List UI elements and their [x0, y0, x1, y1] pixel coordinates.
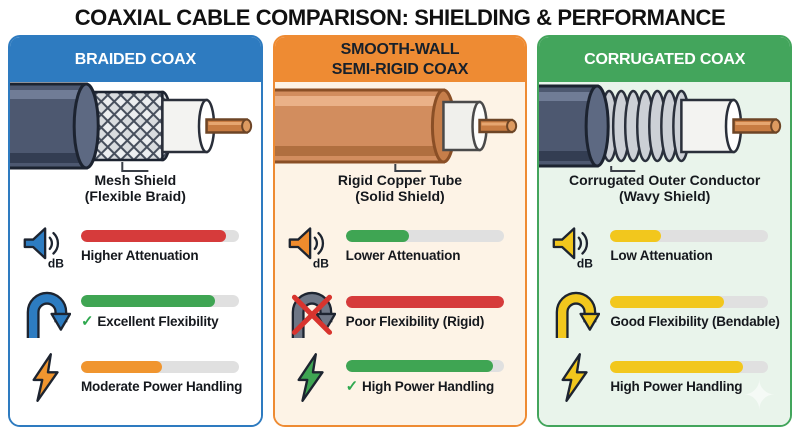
center-conductor [205, 118, 253, 134]
panel-body-braided: Mesh Shield (Flexible Braid) dB [10, 82, 261, 425]
metric-power: ✓High Power Handling [287, 352, 518, 402]
comparison-panels: BRAIDED COAX [0, 35, 800, 427]
flexibility-bar-fill [81, 295, 216, 308]
check-icon: ✓ [81, 313, 94, 331]
flexibility-bar-fill [610, 295, 725, 308]
attenuation-bar-track [345, 230, 504, 243]
power-label: Moderate Power Handling [81, 378, 243, 394]
svg-text:dB: dB [313, 257, 329, 271]
flexibility-bar-track [345, 295, 504, 308]
lightning-icon [22, 352, 72, 402]
power-bar-fill [345, 360, 493, 373]
panel-header-braided: BRAIDED COAX [10, 37, 261, 82]
copper-tube-shield [274, 88, 456, 164]
u-turn-arrow-icon [551, 289, 601, 338]
metric-flexibility: Good Flexibility (Bendable) [551, 289, 782, 338]
power-bar-fill [610, 360, 744, 373]
panel-header-smooth-wall: SMOOTH-WALL SEMI-RIGID COAX [274, 37, 526, 82]
power-bar-track [81, 360, 239, 373]
svg-text:dB: dB [48, 257, 64, 271]
red-cross-icon [291, 294, 332, 335]
check-icon: ✓ [345, 378, 359, 396]
metric-attenuation: dB Lower Attenuation [287, 223, 518, 271]
flexibility-label: ✓Excellent Flexibility [81, 313, 219, 331]
center-conductor [732, 118, 782, 134]
leader-line [393, 164, 422, 172]
metrics-corrugated: dB Low Attenuation [539, 204, 790, 425]
attenuation-bar-fill [345, 230, 409, 243]
power-bar-fill [81, 360, 162, 373]
center-conductor [477, 118, 517, 134]
attenuation-bar-track [81, 230, 239, 243]
cable-jacket [539, 84, 611, 168]
metrics-smooth-wall: dB Lower Attenuation [275, 204, 526, 425]
panel-corrugated-coax: CORRUGATED COAX [537, 35, 793, 427]
cable-jacket [10, 82, 100, 170]
shield-type-label: Corrugated Outer Conductor (Wavy Shield) [569, 172, 761, 205]
leader-line [610, 166, 636, 172]
panel-smooth-wall-coax: SMOOTH-WALL SEMI-RIGID COAX [272, 35, 528, 427]
panel-header-corrugated: CORRUGATED COAX [539, 37, 791, 82]
braided-cable-illustration [10, 82, 253, 172]
dielectric [161, 98, 216, 154]
speaker-db-icon: dB [22, 223, 72, 271]
metrics-braided: dB Higher Attenuation [10, 204, 261, 425]
no-flex-crossed-arrow-icon [287, 289, 337, 338]
u-turn-arrow-icon [22, 289, 72, 338]
panel-body-smooth-wall: Rigid Copper Tube (Solid Shield) dB [274, 82, 526, 425]
power-label: ✓High Power Handling [345, 378, 495, 396]
metric-flexibility: ✓Excellent Flexibility [22, 289, 253, 338]
metric-attenuation: dB Higher Attenuation [22, 223, 253, 271]
metric-flexibility: Poor Flexibility (Rigid) [287, 289, 518, 338]
attenuation-bar-fill [81, 230, 227, 243]
corrugated-cable-illustration [539, 84, 782, 172]
flexibility-bar-track [610, 295, 769, 308]
lightning-icon [551, 352, 601, 402]
corrugated-shield [600, 89, 692, 163]
panel-braided-coax: BRAIDED COAX [8, 35, 263, 427]
attenuation-label: Lower Attenuation [345, 248, 461, 264]
shield-type-label: Mesh Shield (Flexible Braid) [84, 172, 186, 205]
metric-power: High Power Handling [551, 352, 782, 402]
speaker-db-icon: dB [551, 223, 601, 271]
flexibility-bar-fill [345, 295, 504, 308]
power-bar-track [610, 360, 769, 373]
smooth-wall-cable-illustration [274, 88, 517, 172]
shield-type-label: Rigid Copper Tube (Solid Shield) [337, 172, 463, 205]
svg-text:dB: dB [577, 257, 593, 271]
metric-power: Moderate Power Handling [22, 352, 253, 402]
attenuation-bar-fill [610, 230, 661, 243]
flexibility-label: Poor Flexibility (Rigid) [345, 313, 485, 329]
flexibility-bar-track [81, 295, 239, 308]
attenuation-label: Low Attenuation [610, 248, 713, 264]
leader-line [121, 162, 149, 172]
panel-body-corrugated: Corrugated Outer Conductor (Wavy Shield)… [539, 82, 791, 425]
metric-attenuation: dB Low Attenuation [551, 223, 782, 271]
speaker-db-icon: dB [287, 223, 337, 271]
dielectric [680, 98, 743, 154]
power-bar-track [345, 360, 504, 373]
lightning-icon [287, 352, 337, 402]
attenuation-label: Higher Attenuation [81, 248, 199, 264]
flexibility-label: Good Flexibility (Bendable) [610, 313, 780, 329]
power-label: High Power Handling [610, 378, 743, 394]
attenuation-bar-track [610, 230, 769, 243]
page-title: COAXIAL CABLE COMPARISON: SHIELDING & PE… [74, 5, 726, 30]
